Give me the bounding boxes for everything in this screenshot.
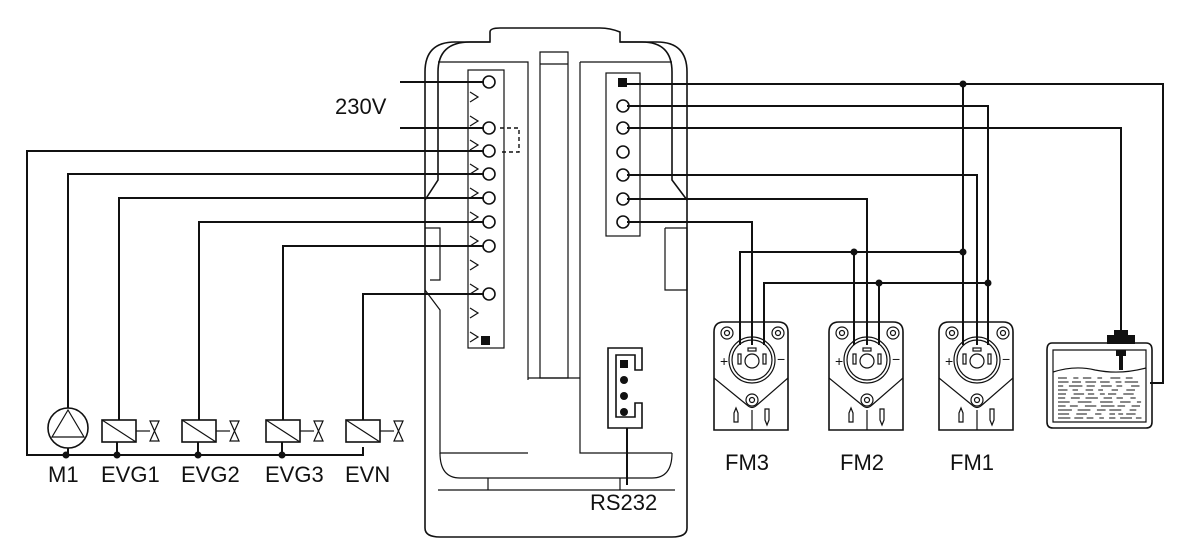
terminal-pin: [482, 167, 496, 181]
flowmeter-icon: [938, 321, 1014, 431]
load-evg3: EVG3: [265, 419, 324, 487]
terminal-scallop: [469, 163, 480, 175]
left-terminal-block: [467, 69, 520, 349]
terminal-pin: [482, 191, 496, 205]
load-label: EVG1: [101, 462, 160, 487]
pump-icon: [47, 407, 89, 449]
solenoid-valve-icon: [265, 419, 324, 443]
load-wiring: [26, 150, 484, 459]
flowmeter-fm3: + − FM3: [713, 321, 789, 475]
terminal-scallop: [469, 235, 480, 247]
liquid-fill: [1058, 377, 1142, 419]
terminal-scallop: [469, 283, 480, 295]
terminal-scallop: [469, 139, 480, 151]
controller-housing: [424, 27, 688, 538]
rs232-label: RS232: [590, 490, 657, 515]
power-supply-lines: 230V: [335, 81, 484, 129]
load-label: EVG3: [265, 462, 324, 487]
rs232-connector: RS232: [590, 347, 657, 515]
plus-label: +: [835, 353, 843, 369]
power-label: 230V: [335, 94, 387, 119]
flowmeter-label: FM2: [840, 450, 884, 475]
solenoid-valve-icon: [101, 419, 160, 443]
flowmeter-fm1: + − FM1: [938, 321, 1014, 475]
flowmeter-label: FM3: [725, 450, 769, 475]
load-label: EVG2: [181, 462, 240, 487]
load-label: EVN: [345, 462, 390, 487]
flowmeter-icon: [713, 321, 789, 431]
terminal-scallop: [469, 331, 480, 343]
terminal-scallop: [469, 115, 480, 127]
terminal-scallop: [469, 211, 480, 223]
terminal-pin: [482, 287, 496, 301]
terminal-pin-square: [618, 78, 627, 87]
flowmeter-label: FM1: [950, 450, 994, 475]
jumper-bridge: [500, 127, 520, 153]
solenoid-valve-icon: [181, 419, 240, 443]
plus-label: +: [720, 353, 728, 369]
right-terminal-block: [605, 72, 641, 237]
terminal-pin: [482, 239, 496, 253]
level-probe-tank: [1046, 330, 1153, 429]
minus-label: −: [1002, 351, 1010, 367]
minus-label: −: [777, 351, 785, 367]
terminal-pin: [616, 145, 630, 159]
minus-label: −: [892, 351, 900, 367]
terminal-pin: [482, 121, 496, 135]
terminal-pin: [482, 215, 496, 229]
load-m1: M1: [47, 407, 89, 487]
load-evg1: EVG1: [101, 419, 160, 487]
sensor-wiring: [627, 80, 1164, 384]
terminal-scallop: [469, 187, 480, 199]
plus-label: +: [945, 353, 953, 369]
load-label: M1: [48, 462, 79, 487]
terminal-pin: [482, 144, 496, 158]
load-evg2: EVG2: [181, 419, 240, 487]
terminal-scallop: [469, 307, 480, 319]
terminal-scallop: [469, 91, 480, 103]
load-evn: EVN: [345, 419, 404, 487]
flowmeter-fm2: + − FM2: [828, 321, 904, 475]
terminal-pin-square: [481, 336, 490, 345]
terminal-scallop: [469, 259, 480, 271]
solenoid-valve-icon: [345, 419, 404, 443]
terminal-pin: [482, 75, 496, 89]
flowmeter-icon: [828, 321, 904, 431]
